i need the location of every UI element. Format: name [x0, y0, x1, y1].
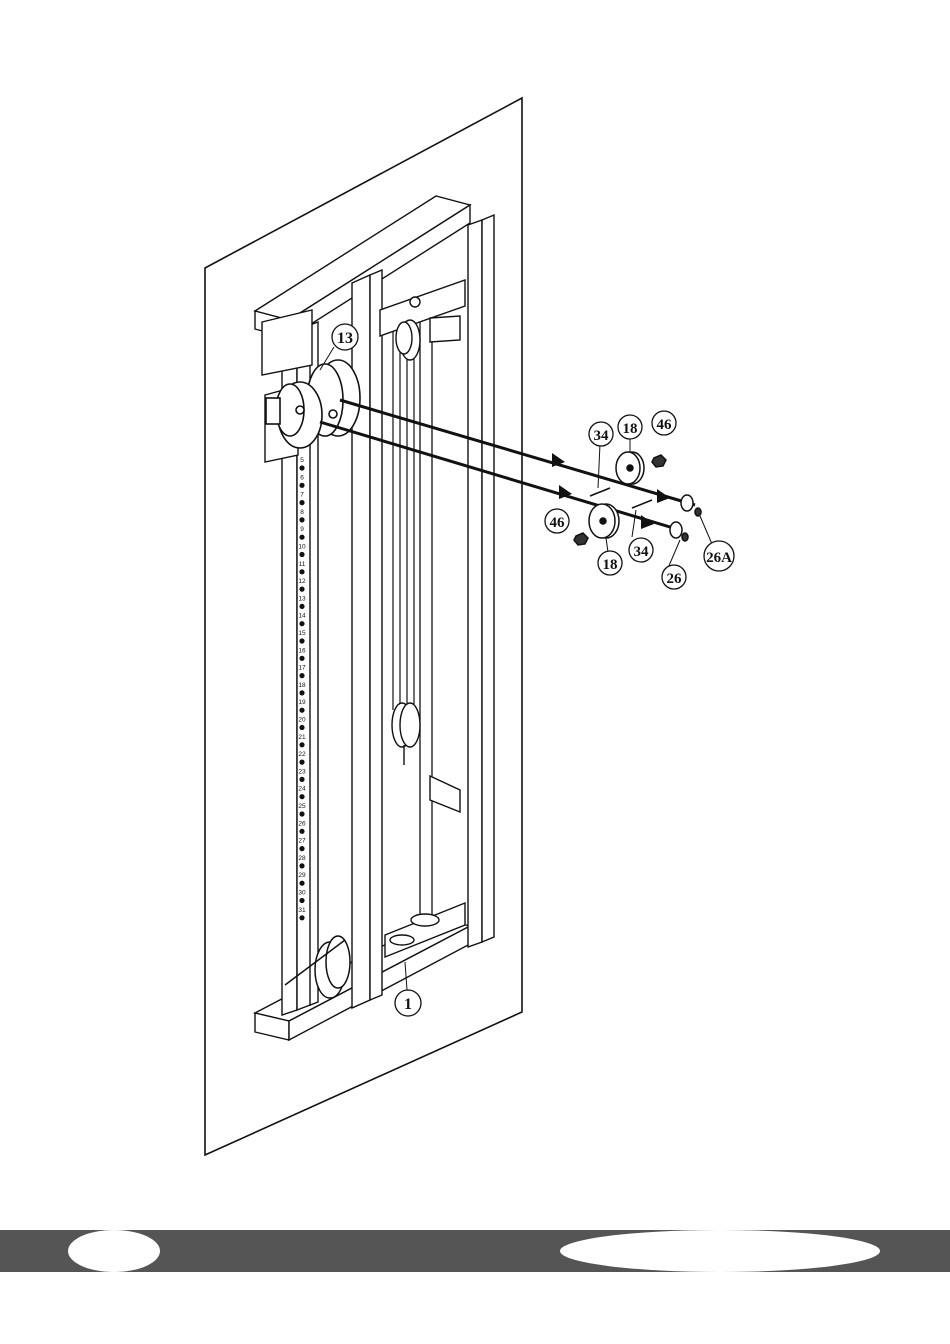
scale-hole: [299, 587, 304, 592]
scale-hole: [299, 829, 304, 834]
scale-number: 21: [298, 734, 306, 741]
scale-number: 5: [300, 457, 304, 464]
part-label-13: 13: [332, 324, 358, 350]
part-label-34-upper: 34: [589, 422, 613, 446]
scale-hole: [299, 846, 304, 851]
scale-hole: [299, 708, 304, 713]
scale-number: 20: [298, 717, 306, 724]
part-label-18-lower: 18: [598, 551, 622, 575]
scale-number: 15: [298, 630, 306, 637]
scale-hole: [299, 811, 304, 816]
scale-number: 23: [298, 768, 306, 775]
page-footer: [0, 1230, 950, 1272]
scale-hole: [299, 898, 304, 903]
scale-hole: [299, 465, 304, 470]
scale-hole: [299, 760, 304, 765]
scale-number: 16: [298, 647, 306, 654]
scale-hole: [299, 604, 304, 609]
part-label-34-lower-text: 34: [634, 544, 650, 560]
scale-number: 7: [300, 492, 304, 499]
scale-hole: [299, 552, 304, 557]
scale-hole: [299, 725, 304, 730]
scale-number: 29: [298, 872, 306, 879]
footer-oval-left: [68, 1230, 160, 1272]
part-label-26A: 26A: [704, 541, 734, 571]
scale-hole: [299, 794, 304, 799]
scale-number: 12: [298, 578, 306, 585]
part-label-18-upper: 18: [618, 415, 642, 439]
scale-number: 14: [298, 613, 306, 620]
scale-hole: [299, 777, 304, 782]
scale-hole: [299, 500, 304, 505]
scale-number: 18: [298, 682, 306, 689]
scale-number: 19: [298, 699, 306, 706]
footer-oval-right: [560, 1230, 880, 1272]
scale-hole: [299, 673, 304, 678]
scale-hole: [299, 517, 304, 522]
part-label-13-text: 13: [337, 330, 353, 347]
part-label-46-upper: 46: [652, 411, 676, 435]
part-label-18-upper-text: 18: [623, 421, 638, 437]
scale-hole: [299, 742, 304, 747]
part-label-46-lower: 46: [545, 509, 569, 533]
part-label-26: 26: [662, 565, 686, 589]
center-upright-right: [468, 215, 494, 947]
scale-number: 28: [298, 855, 306, 862]
scale-hole: [299, 863, 304, 868]
scale-hole: [299, 690, 304, 695]
scale-number: 9: [300, 526, 304, 533]
scale-number: 22: [298, 751, 306, 758]
scale-hole: [299, 881, 304, 886]
part-label-18-lower-text: 18: [603, 557, 618, 573]
scale-number: 24: [298, 786, 306, 793]
scale-number: 27: [298, 838, 306, 845]
scale-number: 6: [300, 474, 304, 481]
scale-number: 10: [298, 544, 306, 551]
part-label-26A-text: 26A: [706, 550, 732, 566]
scale-number: 31: [298, 907, 306, 914]
part-label-26-text: 26: [667, 571, 683, 587]
scale-hole: [299, 535, 304, 540]
scale-number: 11: [299, 561, 306, 568]
scale-hole: [299, 638, 304, 643]
exploded-hardware: [574, 452, 701, 545]
scale-number: 13: [298, 595, 306, 602]
scale-number: 30: [298, 890, 306, 897]
scale-number: 17: [298, 665, 306, 672]
part-label-34-upper-text: 34: [594, 428, 610, 444]
scale-number: 25: [298, 803, 306, 810]
part-label-1-text: 1: [404, 996, 412, 1013]
scale-hole: [299, 656, 304, 661]
scale-hole: [299, 569, 304, 574]
part-label-1: 1: [395, 990, 421, 1016]
scale-hole: [299, 483, 304, 488]
scale-number: 8: [300, 509, 304, 516]
scale-number: 26: [298, 820, 306, 827]
part-label-34-lower: 34: [629, 538, 653, 562]
part-label-46-lower-text: 46: [550, 515, 566, 531]
part-label-46-upper-text: 46: [657, 417, 673, 433]
scale-hole: [299, 621, 304, 626]
scale-hole: [299, 915, 304, 920]
